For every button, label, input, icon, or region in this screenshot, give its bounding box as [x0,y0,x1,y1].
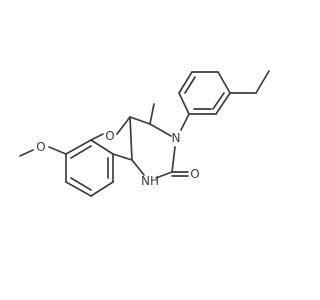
atom-nitrogen-aryl: N [172,131,181,145]
bond-benzo-5 [65,181,92,197]
bond-n-aryl [180,113,190,131]
structure-diagram: O O N NH O [19,70,270,197]
bond-co-n [171,146,176,173]
bond-benzo-o [90,133,104,141]
bond-aryl-1 [178,92,190,115]
bond-ch2-bridgehead [129,116,151,125]
molecule-canvas: O O N NH O [19,70,270,197]
bond-bridge-ch [129,116,133,161]
bond-ethyl-2 [255,70,270,94]
bond-ch-benzo [112,153,133,161]
bond-methoxy-o-ch3 [19,149,34,157]
atom-oxygen-carbonyl: O [190,167,199,181]
bond-benzo-2 [90,139,114,155]
bond-benzo-double-3 [70,177,92,191]
bond-bridgehead-methyl [149,103,155,125]
bond-o-ch2 [116,116,131,135]
atom-nitrogen-h: NH [141,174,159,188]
atom-oxygen-methoxy: O [36,140,45,154]
bond-benzo-double-1 [70,145,92,159]
bond-benzo-1 [65,139,92,155]
bond-aryl-double-1 [184,76,196,94]
bond-methoxy-o-ring [48,146,67,155]
bond-nh-co [155,171,173,179]
bond-bridgehead-n [149,123,172,137]
bond-aryl-double-2 [212,92,225,110]
bond-aryl-4 [217,71,231,94]
atom-oxygen-ring: O [105,129,114,143]
bond-ch-nh [131,159,145,176]
bond-benzo-4 [90,181,114,197]
bond-aryl-2 [178,71,193,94]
bond-aryl-5 [215,92,231,115]
